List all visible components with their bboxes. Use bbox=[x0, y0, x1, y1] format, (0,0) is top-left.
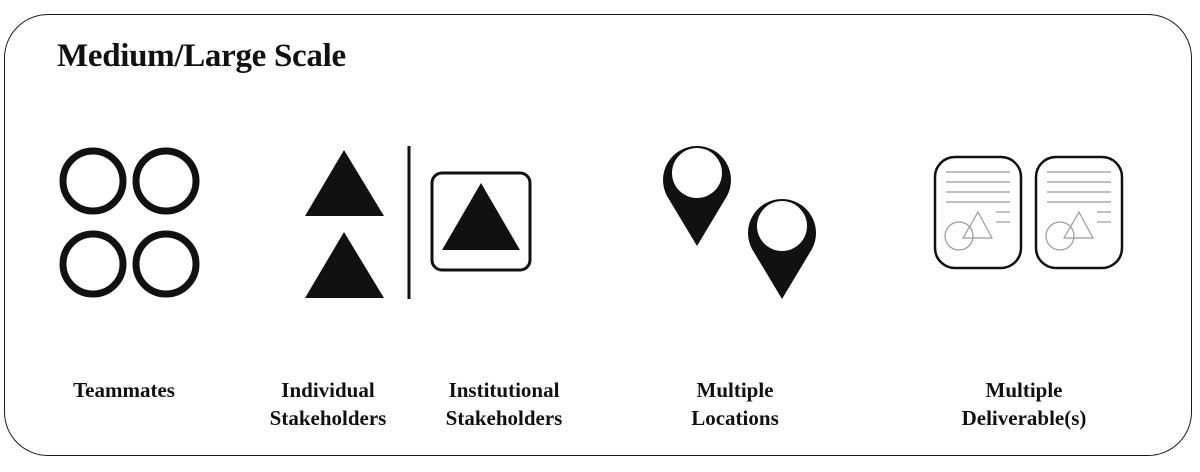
document-icon bbox=[1034, 155, 1124, 270]
boxed-triangle-icon bbox=[430, 171, 532, 272]
label-line: Locations bbox=[691, 406, 779, 430]
stacked-triangles-icon bbox=[305, 150, 384, 298]
label-institutional-stakeholders: Institutional Stakeholders bbox=[424, 376, 584, 432]
label-teammates: Teammates bbox=[54, 376, 194, 404]
label-line: Teammates bbox=[73, 378, 175, 402]
document-icon bbox=[933, 155, 1023, 270]
page-title: Medium/Large Scale bbox=[57, 38, 346, 74]
label-individual-stakeholders: Individual Stakeholders bbox=[248, 376, 408, 432]
label-line: Stakeholders bbox=[269, 406, 387, 430]
scale-card bbox=[4, 14, 1192, 456]
four-circles-icon bbox=[59, 147, 200, 298]
label-line: Multiple bbox=[696, 378, 774, 402]
label-multiple-locations: Multiple Locations bbox=[660, 376, 810, 432]
label-multiple-deliverables: Multiple Deliverable(s) bbox=[944, 376, 1104, 432]
label-line: Institutional bbox=[448, 378, 560, 402]
label-line: Individual bbox=[281, 378, 375, 402]
documents-icon bbox=[933, 155, 1124, 270]
map-pins-icon bbox=[663, 146, 816, 299]
label-line: Deliverable(s) bbox=[961, 406, 1087, 430]
label-line: Multiple bbox=[985, 378, 1063, 402]
label-line: Stakeholders bbox=[445, 406, 563, 430]
